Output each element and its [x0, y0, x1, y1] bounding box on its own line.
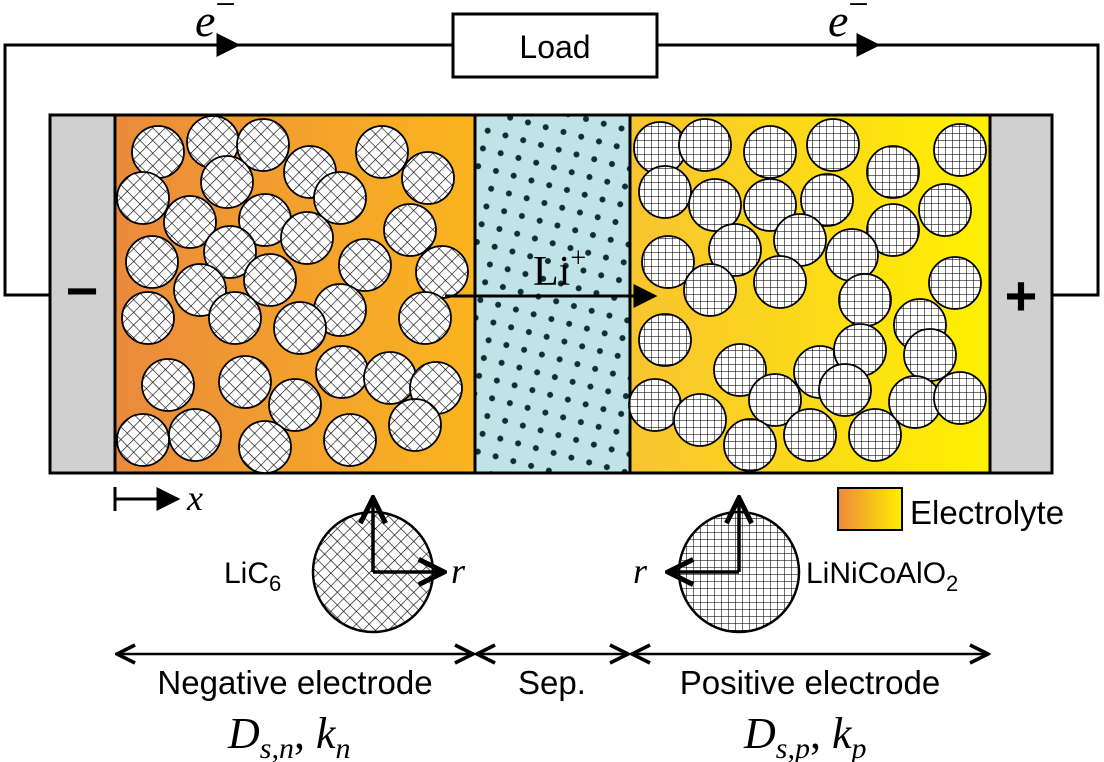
graphite-particle	[131, 125, 185, 179]
nca-particle	[806, 118, 860, 172]
legend: Electrolyte	[837, 487, 1064, 531]
graphite-particle	[383, 203, 437, 257]
negative-radial-label: r	[451, 551, 466, 591]
positive-current-collector	[988, 113, 1054, 475]
nca-particle	[743, 178, 797, 232]
nca-particle	[678, 118, 732, 172]
nca-particle	[933, 123, 987, 177]
graphite-particle	[116, 171, 170, 225]
graphite-particle	[203, 225, 257, 279]
graphite-particle	[388, 398, 442, 452]
graphite-particle	[141, 358, 195, 412]
negative-material-label: LiC6	[224, 557, 281, 596]
negative-electrode-label: Negative electrode	[157, 664, 432, 701]
graphite-particle	[338, 238, 392, 292]
graphite-particle	[415, 245, 469, 299]
nca-particle	[783, 408, 837, 462]
nca-particle	[918, 183, 972, 237]
nca-particle	[753, 255, 807, 309]
graphite-particle	[236, 118, 290, 172]
lithium-ion-label: Li+	[533, 243, 586, 295]
electron-label-left: e−	[195, 0, 236, 46]
graphite-particle	[168, 408, 222, 462]
nca-particle	[848, 408, 902, 462]
nca-particle	[723, 418, 777, 472]
positive-terminal-sign: +	[1005, 264, 1038, 327]
graphite-particle	[323, 413, 377, 467]
graphite-particle	[401, 151, 455, 205]
nca-particle	[638, 313, 692, 367]
graphite-particle	[315, 345, 369, 399]
electrolyte-legend-label: Electrolyte	[910, 494, 1064, 531]
nca-particle	[825, 228, 879, 282]
positive-radial-label: r	[633, 551, 648, 591]
region-spans: Negative electrode Sep. Positive electro…	[117, 654, 988, 701]
graphite-particle	[268, 378, 322, 432]
positive-particles	[628, 118, 987, 472]
electrolyte-legend-swatch	[837, 487, 903, 531]
graphite-particle	[121, 291, 175, 345]
nca-particle	[673, 393, 727, 447]
negative-particle-model: r LiC6	[224, 498, 466, 634]
load-label: Load	[519, 29, 590, 65]
graphite-particle	[218, 355, 272, 409]
negative-terminal-sign: −	[66, 259, 99, 322]
nca-particle	[933, 371, 987, 425]
separator-label: Sep.	[518, 664, 586, 701]
graphite-particle	[273, 301, 327, 355]
positive-electrode-label: Positive electrode	[680, 664, 940, 701]
nca-particle	[800, 173, 854, 227]
nca-particle	[866, 203, 920, 257]
nca-particle	[838, 273, 892, 327]
nca-particle	[928, 256, 982, 310]
graphite-particle	[280, 211, 334, 265]
nca-particle	[683, 263, 737, 317]
graphite-particle	[238, 420, 292, 474]
nca-particle	[713, 343, 767, 397]
graphite-particle	[363, 351, 417, 405]
electron-label-right: e−	[828, 0, 869, 46]
negative-particles	[116, 115, 469, 474]
positive-particle-model: r LiNiCoAlO2	[633, 498, 958, 634]
positive-parameters: Ds,p, kp	[743, 709, 867, 762]
parameters: Ds,n, kn Ds,p, kp	[227, 709, 867, 762]
nca-particle	[688, 178, 742, 232]
nca-particle	[638, 165, 692, 219]
separator-region	[473, 113, 632, 475]
positive-material-label: LiNiCoAlO2	[806, 557, 958, 596]
load-box	[451, 12, 659, 79]
nca-particle	[628, 378, 682, 432]
x-axis-label: x	[186, 478, 203, 518]
nca-particle	[641, 235, 695, 289]
nca-particle	[818, 363, 872, 417]
lithium-ion-transport: Li+	[445, 243, 658, 308]
nca-particle	[743, 125, 797, 179]
nca-particle	[748, 373, 802, 427]
graphite-particle	[163, 195, 217, 249]
nca-particle	[903, 328, 957, 382]
x-coordinate-indicator: x	[113, 478, 203, 518]
graphite-particle	[313, 171, 367, 225]
nca-particle	[866, 145, 920, 199]
graphite-particle	[243, 253, 297, 307]
graphite-particle	[398, 291, 452, 345]
negative-parameters: Ds,n, kn	[227, 709, 351, 762]
graphite-particle	[355, 125, 409, 179]
graphite-particle	[200, 155, 254, 209]
nca-particle	[708, 223, 762, 277]
graphite-particle	[208, 291, 262, 345]
graphite-particle	[116, 413, 170, 467]
graphite-particle	[125, 235, 179, 289]
external-circuit: Load e− e−	[3, 0, 1100, 297]
